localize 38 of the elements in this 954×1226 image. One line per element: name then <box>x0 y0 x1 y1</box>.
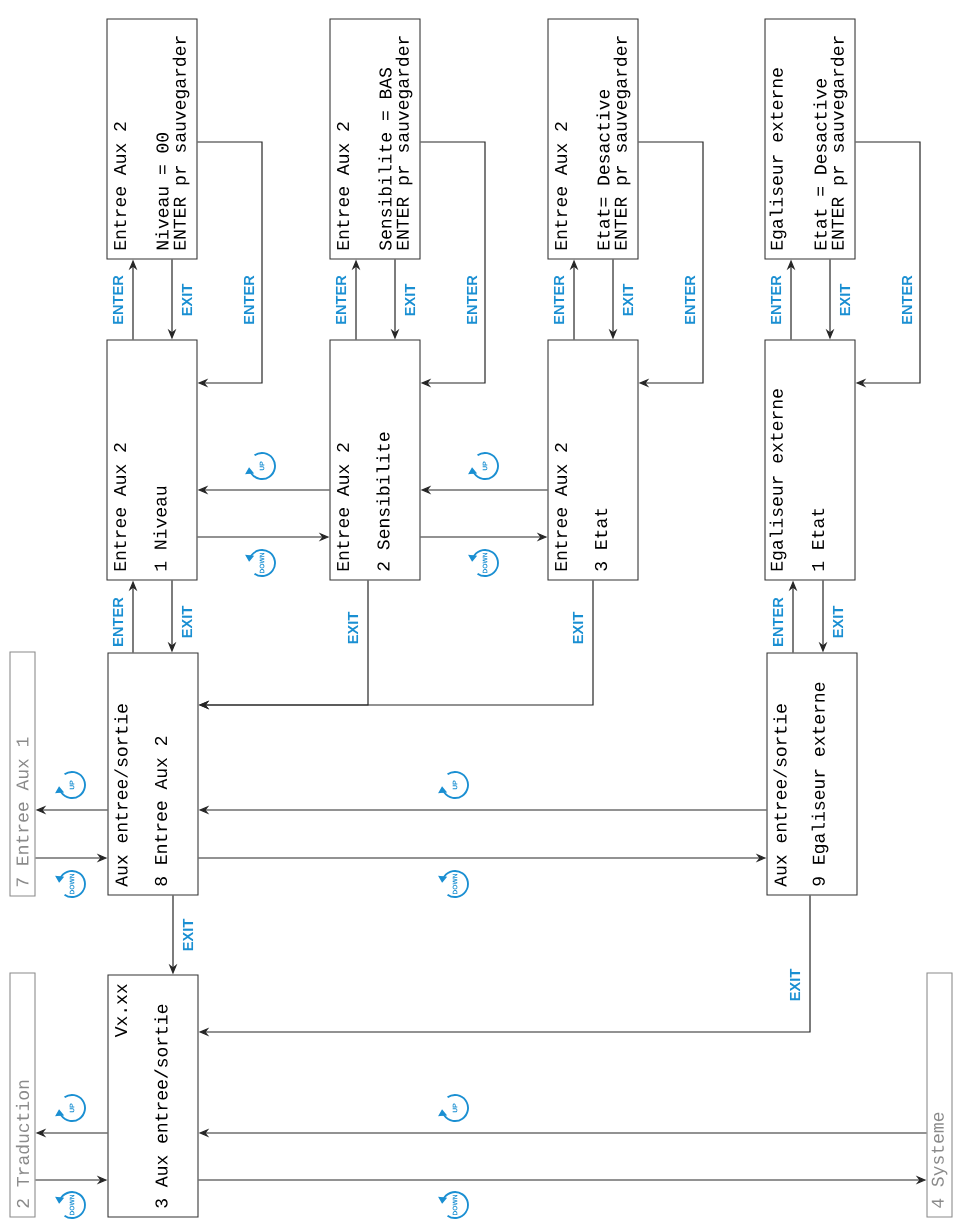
arrow <box>637 141 704 388</box>
edge-label: EXIT <box>404 282 416 318</box>
menu-box: 7 Entree Aux 1 <box>9 651 36 897</box>
screen-box: Vx.xx 3 Aux entree/sortie <box>107 974 199 1218</box>
screen-box: Entree Aux 2 Niveau = 00 ENTER pr sauvegarder <box>106 18 198 260</box>
edge-label: EXIT <box>839 282 851 318</box>
edge-label: EXIT <box>347 610 359 646</box>
edge-label: ENTER <box>553 274 565 326</box>
edge-label: EXIT <box>789 967 801 1003</box>
screen-box: Entree Aux 2 2 Sensibilite <box>329 339 421 581</box>
edge-label: ENTER <box>772 596 784 648</box>
edge-label: EXIT <box>572 610 584 646</box>
edge-label: EXIT <box>832 604 844 640</box>
screen-box: Aux entree/sortie 9 Egaliseur externe <box>766 652 858 896</box>
arrow <box>419 141 486 388</box>
edge-label: ENTER <box>770 274 782 326</box>
arrow <box>854 141 921 388</box>
screen-box: Egaliseur externe 1 Etat <box>764 339 856 581</box>
arrow <box>196 141 263 388</box>
menu-box: 4 Systeme <box>926 972 953 1218</box>
edge-label: ENTER <box>901 274 913 326</box>
screen-box: Entree Aux 2 Etat= Desactive ENTER pr sauvegarder <box>547 18 639 260</box>
screen-box: Egaliseur externe Etat = Desactive ENTER pr sauvegarder <box>764 18 856 260</box>
menu-box: 2 Traduction <box>9 972 36 1218</box>
screen-box: Entree Aux 2 Sensibilite = BAS ENTER pr sauvegarder <box>329 18 421 260</box>
edge-label: EXIT <box>182 917 194 953</box>
edge-label: ENTER <box>335 274 347 326</box>
edge-label: ENTER <box>112 596 124 648</box>
edge-label: EXIT <box>181 282 193 318</box>
edge-label: ENTER <box>684 274 696 326</box>
edge-label: ENTER <box>112 274 124 326</box>
screen-box: Entree Aux 2 3 Etat <box>547 339 639 581</box>
screen-box: Aux entree/sortie 8 Entree Aux 2 <box>107 652 199 896</box>
screen-box: Entree Aux 2 1 Niveau <box>106 339 198 581</box>
edge-label: ENTER <box>466 274 478 326</box>
edge-label: ENTER <box>243 274 255 326</box>
edge-label: EXIT <box>181 604 193 640</box>
edge-label: EXIT <box>622 282 634 318</box>
